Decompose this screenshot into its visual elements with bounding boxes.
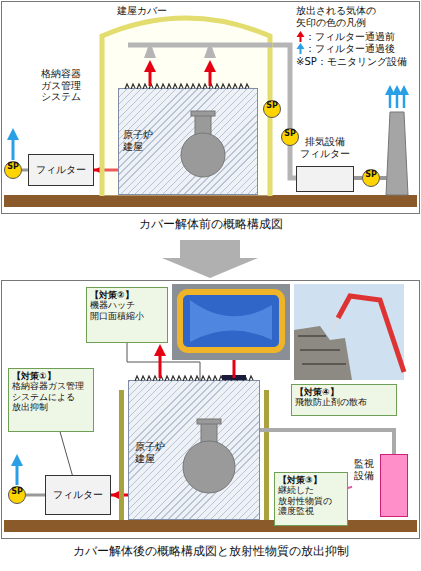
- node-heading: 排気設備 フィルター: [296, 136, 354, 159]
- vessel-cap: [197, 419, 221, 424]
- pipe: [260, 430, 394, 454]
- tarp-photo: [172, 284, 290, 360]
- node-heading: 格納容器 ガス管理 システム: [28, 68, 94, 103]
- callout-heading: 【対策②】: [90, 290, 164, 300]
- filter-box: フィルター: [28, 154, 94, 186]
- rubble: [125, 84, 249, 89]
- sp-label: SP: [363, 170, 379, 179]
- monitoring-equipment: 監視 設備: [352, 440, 408, 517]
- legend-arrow: [296, 43, 305, 55]
- legend-row: ：フィルター通過後: [296, 43, 395, 55]
- monitoring-point: SP: [362, 169, 380, 187]
- reactor-building: 原子炉 建屋: [118, 88, 258, 195]
- panel-frame: [2, 2, 420, 214]
- legend-row: ：フィルター通過前: [296, 31, 395, 43]
- node-label: フィルター: [53, 489, 103, 501]
- callout-text: 機器ハッチ 開口面積縮小: [90, 300, 164, 321]
- sp-label: SP: [282, 129, 298, 138]
- gas-management-system: 格納容器 ガス管理 システムフィルター: [28, 68, 94, 186]
- panel-caption: カバー解体前の概略構成図: [0, 218, 421, 232]
- connector-line: [348, 487, 352, 488]
- vessel-cap: [191, 111, 215, 116]
- exhaust-filter: 排気設備 フィルター: [296, 136, 354, 192]
- node-label: 原子炉 建屋: [135, 441, 167, 464]
- callout-text: 格納容器ガス管理 システムによる 放出抑制: [12, 381, 90, 412]
- callout-heading: 【対策①】: [12, 371, 90, 381]
- release-arrow: [403, 90, 406, 108]
- monitoring-point: SP: [281, 128, 299, 146]
- release-arrow: [389, 90, 392, 108]
- countermeasure-callout: 【対策④】飛散防止剤の散布: [291, 384, 397, 416]
- connector-line: [60, 432, 72, 475]
- release-arrow: [209, 66, 212, 86]
- legend-text: ：フィルター通過後: [305, 43, 395, 55]
- callout-heading: 【対策④】: [295, 387, 393, 397]
- release-arrow: [159, 350, 162, 378]
- cover-column: [264, 390, 269, 520]
- pipe: [354, 176, 388, 180]
- crane-photo: [294, 284, 404, 380]
- pipe: [22, 169, 28, 172]
- figure-caption: カバー解体後の概略構成図と放射性物質の放出抑制: [0, 545, 421, 559]
- duct: [128, 43, 272, 48]
- vent: [144, 47, 156, 58]
- callout-text: 飛散防止剤の散布: [295, 397, 393, 407]
- callout-text: 継続した 放射性物質の 濃度監視: [278, 485, 344, 516]
- stack: [386, 112, 408, 195]
- sp-label: SP: [264, 101, 280, 110]
- cover-column: [119, 390, 124, 520]
- legend-arrow-head: [297, 31, 305, 37]
- vessel-body: [181, 133, 225, 177]
- callout-heading: 【対策③】: [278, 475, 344, 485]
- monitoring-point: SP: [4, 161, 22, 179]
- sp-label: SP: [5, 162, 21, 171]
- legend-heading: 放出される気体の 矢印の色の凡例: [296, 5, 382, 28]
- arrow-head: [111, 491, 120, 500]
- countermeasure-callout: 【対策②】機器ハッチ 開口面積縮小: [86, 287, 168, 343]
- vent: [204, 47, 216, 58]
- release-arrow: [396, 90, 399, 108]
- node-heading: 監視 設備: [352, 458, 376, 481]
- panel-frame: [2, 281, 420, 539]
- monitoring-point: SP: [8, 486, 26, 504]
- release-arrow: [16, 460, 19, 485]
- legend-text: ：フィルター通過前: [305, 31, 395, 43]
- node-label: 原子炉 建屋: [123, 129, 155, 152]
- node-label: 建屋カバー: [117, 5, 167, 17]
- release-arrow: [12, 134, 15, 160]
- pipe: [26, 494, 45, 497]
- monitor-box: [380, 454, 408, 517]
- sp-label: SP: [9, 487, 25, 496]
- vessel-body: [183, 441, 235, 493]
- transition-arrow: [162, 240, 258, 278]
- countermeasure-callout: 【対策①】格納容器ガス管理 システムによる 放出抑制: [8, 368, 94, 432]
- connector: [60, 432, 72, 475]
- building-cover: 建屋カバー原子炉 建屋: [100, 8, 272, 196]
- legend-arrow: [296, 31, 305, 43]
- countermeasure-callout: 【対策③】継続した 放射性物質の 濃度監視: [274, 472, 348, 526]
- release-arrow: [149, 66, 152, 86]
- legend-arrow-head: [297, 43, 305, 49]
- ground: [4, 520, 417, 532]
- filter-box: [296, 166, 354, 192]
- connector: [348, 487, 352, 488]
- monitoring-point: SP: [263, 100, 281, 118]
- node-label: フィルター: [36, 164, 86, 176]
- note: ※SP：モニタリング設備: [296, 56, 420, 68]
- ground: [4, 195, 417, 207]
- reactor-building: 原子炉 建屋: [128, 380, 260, 520]
- filter-box: フィルター: [45, 475, 111, 515]
